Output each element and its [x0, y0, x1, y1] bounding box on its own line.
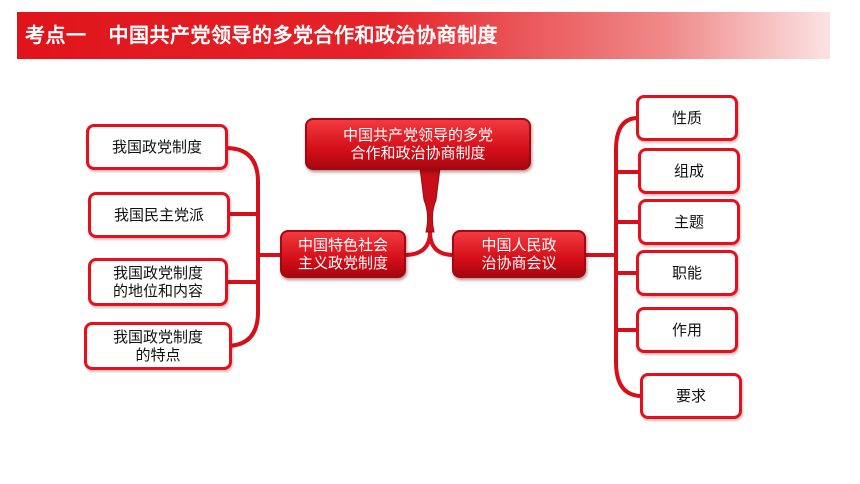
right-item-theme: 主题 [638, 199, 740, 245]
section-heading: 中国共产党领导的多党合作和政治协商制度 [108, 23, 498, 47]
root-stem [419, 167, 441, 233]
title-bar: 考点一中国共产党领导的多党合作和政治协商制度 [17, 12, 830, 59]
section-title: 考点一中国共产党领导的多党合作和政治协商制度 [25, 12, 498, 59]
root-node: 中国共产党领导的多党合作和政治协商制度 [305, 118, 531, 170]
left-bracket-line [224, 146, 260, 348]
left-item-status-content: 我国政党制度的地位和内容 [88, 258, 228, 306]
right-item-role: 作用 [636, 307, 738, 353]
left-item-features: 我国政党制度的特点 [84, 322, 232, 370]
right-item-functions: 职能 [636, 250, 738, 296]
right-item-composition: 组成 [638, 148, 740, 194]
left-hub-node: 中国特色社会主义政党制度 [280, 230, 406, 278]
left-item-party-system: 我国政党制度 [86, 124, 228, 170]
right-item-requirements: 要求 [640, 373, 742, 419]
section-label: 考点一 [25, 23, 87, 47]
left-item-democratic-parties: 我国民主党派 [88, 192, 230, 238]
right-hub-node: 中国人民政治协商会议 [452, 230, 586, 278]
root-fork [402, 231, 456, 257]
right-item-nature: 性质 [636, 95, 738, 141]
